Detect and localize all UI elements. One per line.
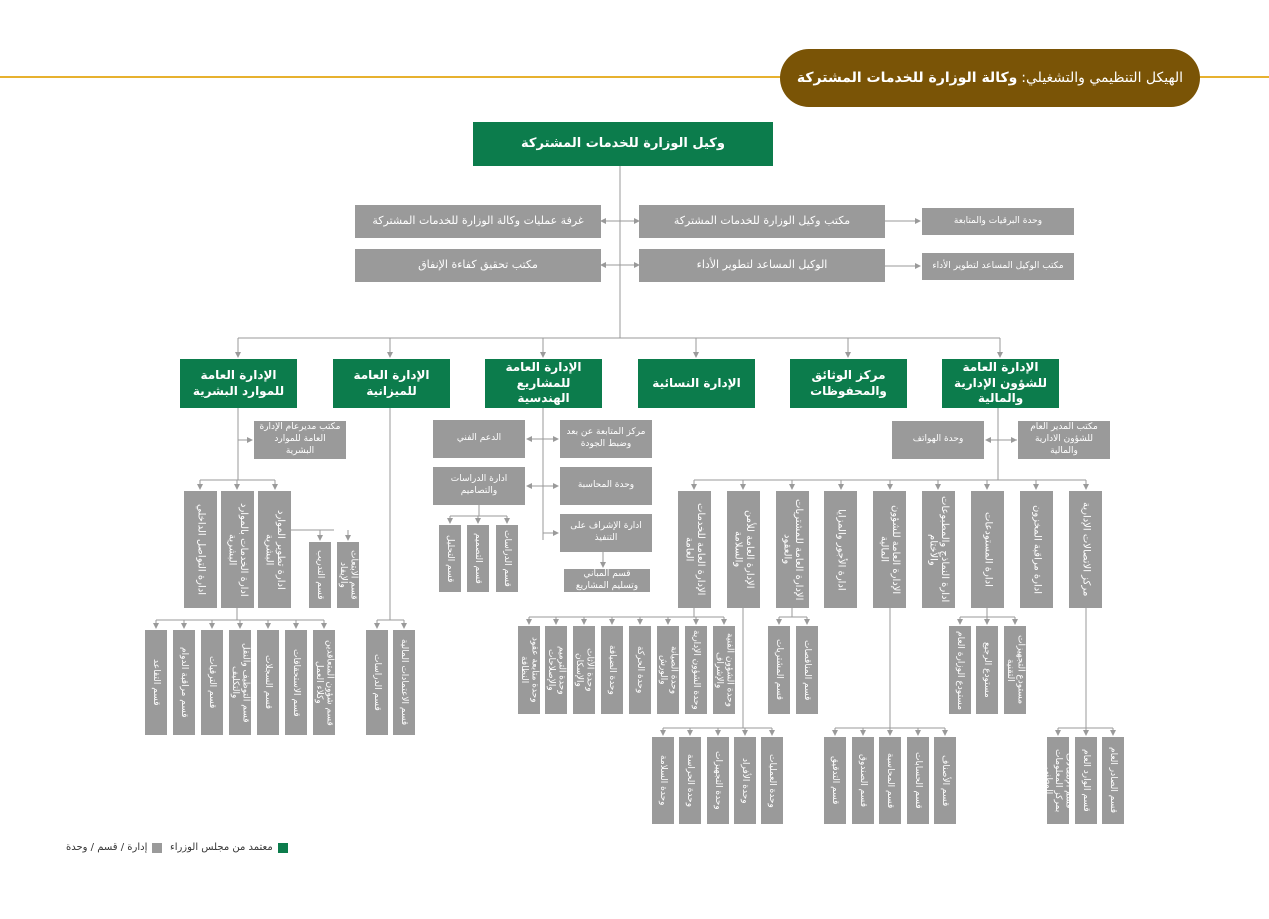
hr-dev-section-0[interactable]: قسم التدريب [309,542,331,608]
comm-section-0[interactable]: قسم الإتصالات بمركز المعلومات الوطني [1047,737,1069,824]
services-unit-6[interactable]: وحدة الشؤون الإدارية [685,626,707,714]
admin-child-5[interactable]: ادارة الأجور والمزايا [824,491,857,608]
legend-gray-swatch [152,842,163,853]
assistant-office-box[interactable]: مكتب الوكيل المساعد لتطوير الأداء [922,253,1074,280]
hr-child-2[interactable]: ادارة تطوير الموارد البشرية [258,491,291,608]
hr-service-section-2[interactable]: قسم الترقيات [201,630,223,735]
eng-remote-monitoring[interactable]: مركز المتابعة عن بعد وضبط الجودة [560,420,652,458]
hr-service-section-5[interactable]: قسم الاستحقاقات [285,630,307,735]
security-unit-2[interactable]: وحدة التجهيزات [707,737,729,824]
dept-admin-finance[interactable]: الإدارة العامة للشؤون الإدارية والمالية [942,359,1059,408]
security-unit-3[interactable]: وحدة الأفراد [734,737,756,824]
dept-documents[interactable]: مركز الوثائق والمحفوظات [790,359,907,408]
spending-efficiency-box[interactable]: مكتب تحقيق كفاءة الإنفاق [355,249,601,282]
studies-section-2[interactable]: قسم الدراسات [496,525,518,592]
security-unit-1[interactable]: وحدة الحراسة [679,737,701,824]
admin-child-3[interactable]: ادارة النماذج والمطبوعات والأختام [922,491,955,608]
dept-engineering[interactable]: الإدارة العامة للمشاريع الهندسية [485,359,602,408]
studies-section-1[interactable]: قسم التصميم [467,525,489,592]
dept-budget[interactable]: الإدارة العامة للميزانية [333,359,450,408]
warehouse-0[interactable]: مستودع الوزارة العام [949,626,971,714]
hr-child-1[interactable]: ادارة الخدمات بالموارد البشرية [221,491,254,608]
legend-green-swatch [277,842,288,853]
admin-child-1[interactable]: ادارة مراقبة المخزون [1020,491,1053,608]
admin-child-6[interactable]: الإدارة العامة للمشتريات والعقود [776,491,809,608]
services-unit-2[interactable]: وحدة الأثاث والإسكان [573,626,595,714]
security-unit-4[interactable]: وحدة العمليات [761,737,783,824]
page-title: الهيكل التنظيمي والتشغيلي: وكالة الوزارة… [780,49,1200,107]
hr-service-section-4[interactable]: قسم السجلات [257,630,279,735]
hr-child-0[interactable]: ادارة التواصل الداخلي [184,491,217,608]
finance-section-1[interactable]: قسم الصندوق [852,737,874,824]
hr-dev-section-1[interactable]: قسم الابتعاث والإيفاد [337,542,359,608]
header-rule [0,76,1269,78]
services-unit-1[interactable]: وحدة الترميم والإصلاحات [545,626,567,714]
undersecretary-office-box[interactable]: مكتب وكيل الوزارة للخدمات المشتركة [639,205,885,238]
admin-child-7[interactable]: الإدارة العامة للأمن والسلامة [727,491,760,608]
finance-section-0[interactable]: قسم التدقيق [824,737,846,824]
services-unit-7[interactable]: وحدة الشؤون الفنية والإشراف [713,626,735,714]
legend-unit-label: إدارة / قسم / وحدة [66,842,148,853]
hr-gm-office-box[interactable]: مكتب مديرعام الإدارة العامة للموارد البش… [254,421,346,459]
hr-service-section-3[interactable]: قسم التوظيف والنقل والتكليف [229,630,251,735]
legend-approved-label: معتمد من مجلس الوزراء [170,842,273,853]
phones-unit-box[interactable]: وحدة الهواتف [892,421,984,459]
admin-child-4[interactable]: الإدارة العامة للشؤون المالية [873,491,906,608]
eng-technical-support[interactable]: الدعم الفني [433,420,525,458]
hr-service-section-0[interactable]: قسم التقاعد [145,630,167,735]
admin-child-0[interactable]: مركز الاتصالات الإدارية [1069,491,1102,608]
assistant-undersecretary-box[interactable]: الوكيل المساعد لتطوير الأداء [639,249,885,282]
finance-section-2[interactable]: قسم المحاسبة [879,737,901,824]
services-unit-5[interactable]: وحدة الصيانة والورش [657,626,679,714]
dept-hr[interactable]: الإدارة العامة للموارد البشرية [180,359,297,408]
admin-child-8[interactable]: الإدارة العامة للخدمات العامة [678,491,711,608]
procurement-section-1[interactable]: قسم المناقصات [796,626,818,714]
eng-accounting-unit[interactable]: وحدة المحاسبة [560,467,652,505]
services-unit-0[interactable]: وحدة متابعة عقود النظافة [518,626,540,714]
finance-section-4[interactable]: قسم الأصناف [934,737,956,824]
warehouse-2[interactable]: مستودع التجهيزات التقنية [1004,626,1026,714]
budget-section-0[interactable]: قسم الدراسات [366,630,388,735]
warehouse-1[interactable]: مستودع الرجيع [976,626,998,714]
title-main: وكالة الوزارة للخدمات المشتركة [796,70,1018,86]
services-unit-4[interactable]: وحدة الحركة [629,626,651,714]
comm-section-2[interactable]: قسم الصادر العام [1102,737,1124,824]
finance-section-3[interactable]: قسم الحسابات [907,737,929,824]
dept-women[interactable]: الإدارة النسائية [638,359,755,408]
security-unit-0[interactable]: وحدة السلامة [652,737,674,824]
legend-unit: إدارة / قسم / وحدة [66,842,163,853]
title-prefix: الهيكل التنظيمي والتشغيلي: [1021,70,1184,86]
hr-service-section-6[interactable]: قسم شؤون المتعاقدين وكلاء العمل [313,630,335,735]
admin-child-2[interactable]: ادارة المستودعات [971,491,1004,608]
studies-section-0[interactable]: قسم التحليل [439,525,461,592]
admin-gm-office-box[interactable]: مكتب المدير العام للشؤون الادارية والمال… [1018,421,1110,459]
budget-section-1[interactable]: قسم الاعتمادات المالية [393,630,415,735]
legend-approved: معتمد من مجلس الوزراء [170,842,288,853]
hr-service-section-1[interactable]: قسم مراقبة الدوام [173,630,195,735]
eng-supervision[interactable]: ادارة الإشراف على التنفيذ [560,514,652,552]
procurement-section-0[interactable]: قسم المشتريات [768,626,790,714]
cables-unit-box[interactable]: وحدة البرقيات والمتابعة [922,208,1074,235]
operations-room-box[interactable]: غرفة عمليات وكالة الوزارة للخدمات المشتر… [355,205,601,238]
services-unit-3[interactable]: وحدة الضيافة [601,626,623,714]
undersecretary-box[interactable]: وكيل الوزارة للخدمات المشتركة [473,122,773,166]
eng-studies-design[interactable]: ادارة الدراسات والتصاميم [433,467,525,505]
comm-section-1[interactable]: قسم الوارد العام [1075,737,1097,824]
eng-delivery-section[interactable]: قسم المباني وتسليم المشاريع [564,569,650,592]
